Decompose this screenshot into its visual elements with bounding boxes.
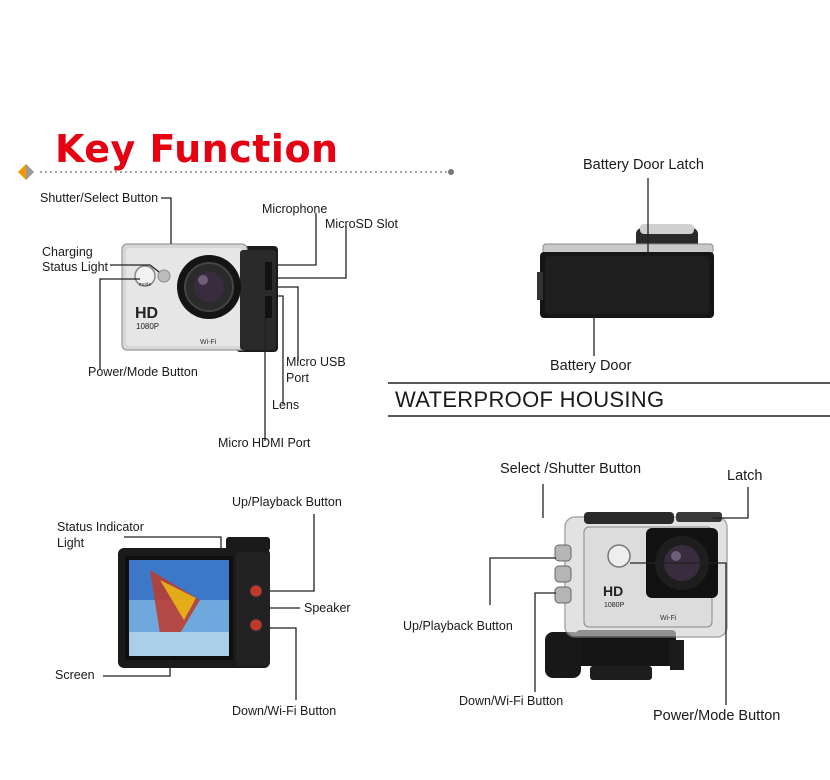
- label-battery-door-latch: Battery Door Latch: [583, 157, 704, 173]
- label-micro-hdmi: Micro HDMI Port: [218, 436, 311, 450]
- label-latch: Latch: [727, 468, 763, 484]
- mode-text: mode: [139, 282, 152, 288]
- label-down-wifi: Down/Wi-Fi Button: [232, 704, 337, 718]
- label-select-shutter: Select /Shutter Button: [500, 461, 642, 477]
- label-micro-usb-port: Port: [286, 371, 309, 385]
- hd-logo: HD: [135, 305, 158, 322]
- section-title: WATERPROOF HOUSING: [395, 387, 665, 412]
- label-lens: Lens: [272, 398, 300, 412]
- label-housing-up-playback: Up/Playback Button: [403, 619, 513, 633]
- label-battery-door: Battery Door: [550, 358, 632, 374]
- label-housing-power-mode: Power/Mode Button: [653, 708, 781, 724]
- label-speaker: Speaker: [304, 601, 351, 615]
- label-up-playback: Up/Playback Button: [232, 495, 342, 509]
- housing-wifi-logo: Wi-Fi: [660, 615, 677, 622]
- label-charging: Charging: [42, 245, 93, 259]
- wifi-logo: Wi-Fi: [200, 339, 217, 346]
- label-shutter-select: Shutter/Select Button: [40, 191, 159, 205]
- housing-resolution-logo: 1080P: [604, 602, 625, 609]
- page-title: Key Function: [55, 127, 339, 171]
- label-status-light: Status Light: [42, 260, 109, 274]
- label-housing-down-wifi: Down/Wi-Fi Button: [459, 694, 564, 708]
- label-status-indicator: Status Indicator: [57, 520, 144, 534]
- label-status-indicator-light: Light: [57, 536, 85, 550]
- label-microphone: Microphone: [262, 202, 328, 216]
- label-power-mode: Power/Mode Button: [88, 365, 198, 379]
- resolution-logo: 1080P: [136, 322, 159, 331]
- label-microsd-slot: MicroSD Slot: [325, 217, 398, 231]
- label-micro-usb: Micro USB: [286, 355, 346, 369]
- label-screen: Screen: [55, 668, 95, 682]
- housing-hd-logo: HD: [603, 583, 623, 599]
